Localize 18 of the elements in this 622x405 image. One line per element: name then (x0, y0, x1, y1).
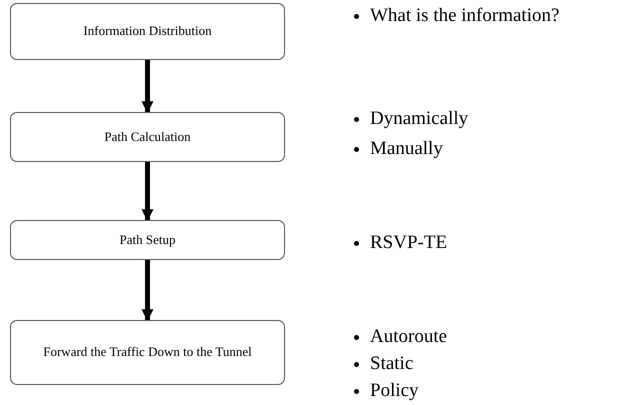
process-box (10, 112, 285, 162)
process-box (10, 320, 285, 385)
box-label: Path Calculation (103, 128, 192, 146)
box-label: Information Distribution (82, 23, 213, 40)
process-box (10, 220, 285, 260)
arrow (142, 60, 154, 114)
bullet-item: What is the information? (352, 5, 560, 27)
bullet-item: Manually (352, 138, 443, 160)
box-label: Path Setup (118, 232, 176, 248)
arrow (142, 162, 154, 222)
bullet-item: RSVP-TE (352, 232, 448, 254)
bullet-item: Dynamically (352, 108, 468, 130)
process-box (10, 3, 285, 60)
bullet-item: Autoroute (352, 326, 448, 348)
arrow (142, 260, 154, 322)
box-label: Forward the Traffic Down to the Tunnel (42, 344, 253, 361)
bullet-item: Policy (352, 380, 419, 402)
bullet-item: Static (352, 353, 414, 375)
